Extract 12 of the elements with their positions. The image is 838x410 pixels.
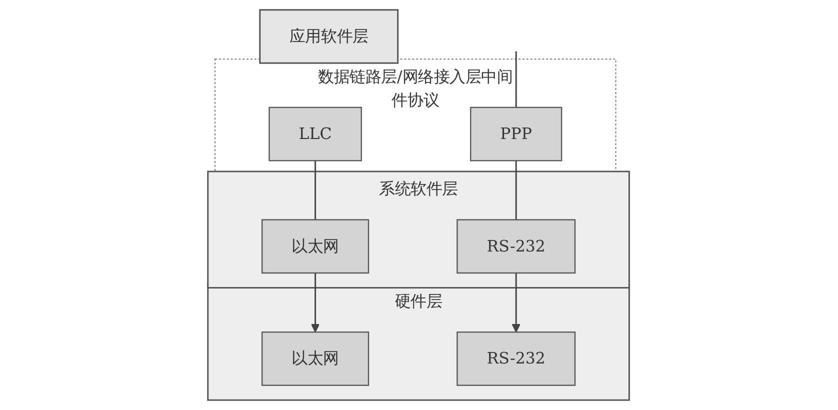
arrow xyxy=(512,272,521,332)
connector xyxy=(315,160,316,220)
node-box: 以太网 xyxy=(262,219,370,274)
node-box: RS-232 xyxy=(457,219,576,274)
connector xyxy=(516,160,518,220)
arrow xyxy=(311,272,320,332)
node-box: 以太网 xyxy=(262,332,370,386)
node-box: PPP xyxy=(470,106,563,162)
connector xyxy=(516,51,518,108)
node-box: LLC xyxy=(269,106,362,162)
node-box: 应用软件层 xyxy=(260,9,400,64)
node-box: RS-232 xyxy=(457,332,576,386)
